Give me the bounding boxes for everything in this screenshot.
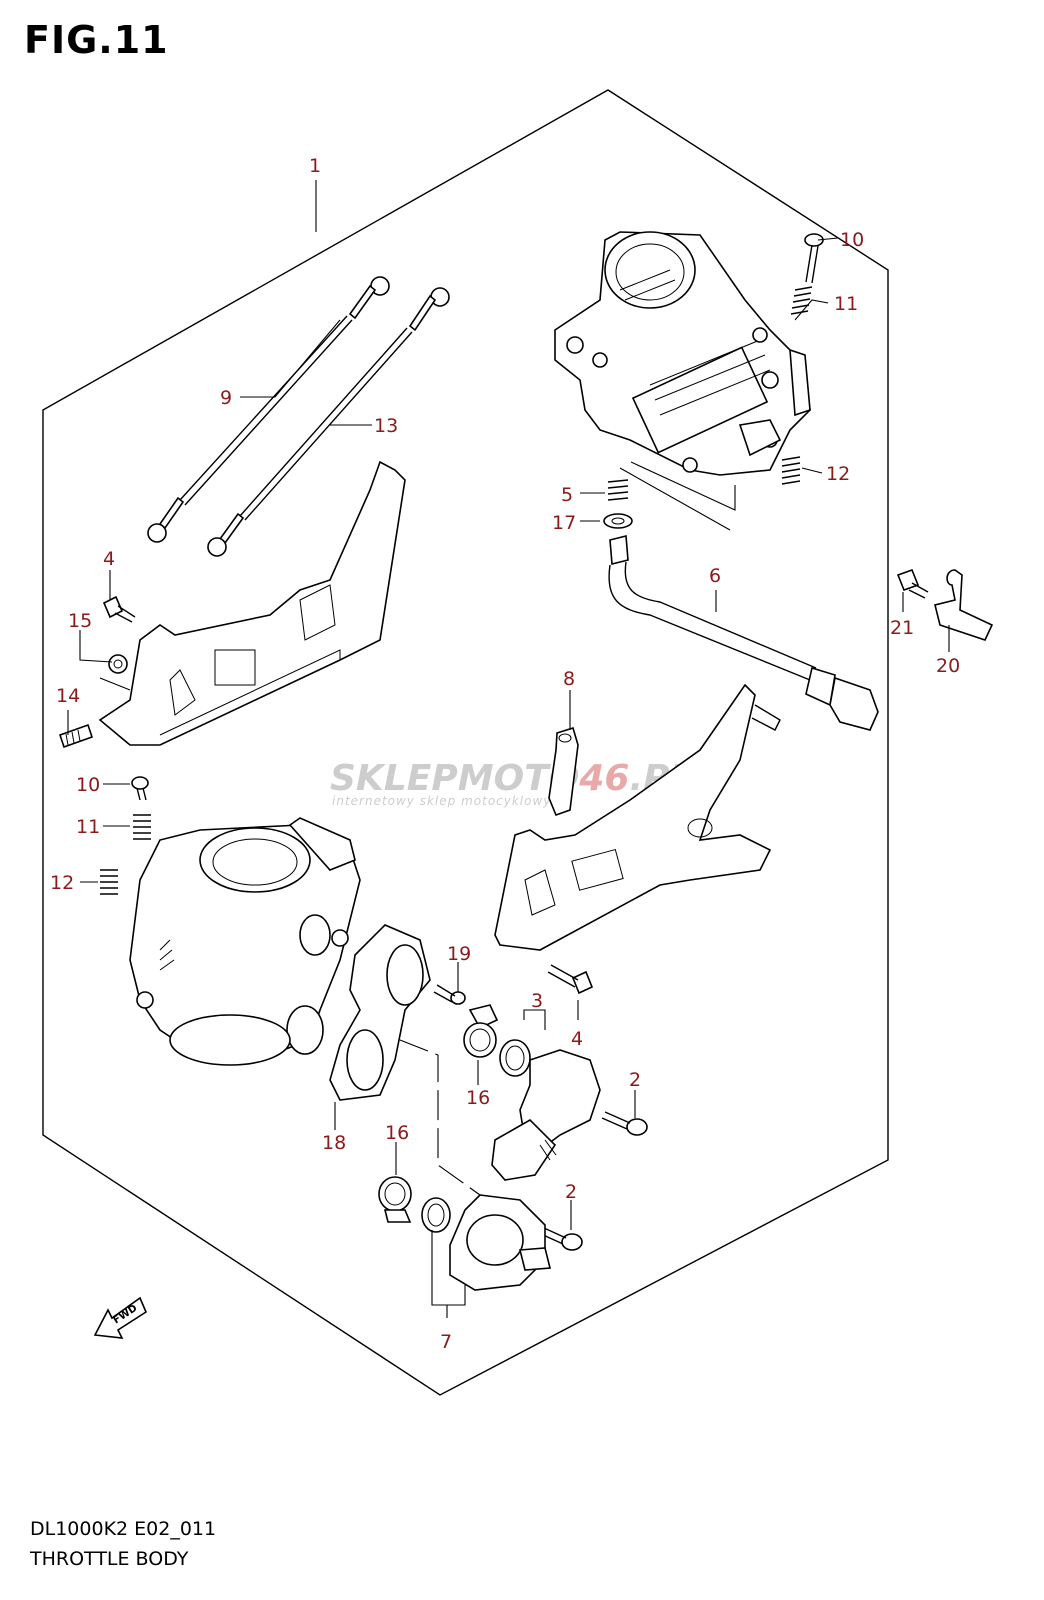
bolt-4-left [102, 595, 136, 623]
screw-10-top [804, 233, 824, 284]
callout-4-right: 4 [571, 1028, 583, 1050]
callout-2-lower: 2 [565, 1181, 577, 1203]
bolt-4-right [547, 964, 594, 995]
spring-11-lower [133, 814, 151, 840]
screw-10-lower [131, 776, 149, 801]
callout-9: 9 [220, 387, 232, 409]
watermark-tagline: internetowy sklep motocyklowy [332, 794, 551, 808]
callout-21: 21 [890, 617, 914, 639]
clip-16-lower [378, 1176, 412, 1223]
callout-4-left: 4 [103, 548, 115, 570]
spring-12-top [781, 456, 801, 485]
rod-9 [147, 276, 390, 543]
leader-lines [67, 180, 950, 1318]
callout-10-top: 10 [840, 229, 864, 251]
callout-20: 20 [936, 655, 960, 677]
callout-3: 3 [531, 990, 543, 1012]
callout-1: 1 [309, 155, 321, 177]
sensor-7 [421, 1194, 552, 1291]
screw-2-upper [601, 1111, 648, 1136]
washer-17 [603, 513, 633, 529]
callout-18: 18 [322, 1132, 346, 1154]
figure-code: DL1000K2 E02_011 [30, 1518, 217, 1540]
callout-11-top: 11 [834, 293, 858, 315]
throttle-body-upper [554, 231, 811, 476]
nut-15 [108, 654, 128, 674]
sensor-3 [491, 1039, 601, 1181]
watermark-brand-b: 46 [578, 758, 629, 799]
figure-name: THROTTLE BODY [30, 1548, 189, 1570]
throttle-body-lower [129, 817, 361, 1066]
callout-6: 6 [709, 565, 721, 587]
callout-5: 5 [561, 484, 573, 506]
callout-7: 7 [440, 1331, 452, 1353]
callout-15: 15 [68, 610, 92, 632]
figure-title: FIG.11 [24, 18, 169, 62]
insulator-18 [329, 924, 431, 1101]
callouts: 1 10 11 12 9 13 5 17 6 21 20 4 15 14 8 1… [50, 155, 960, 1353]
callout-12-lower: 12 [50, 872, 74, 894]
clamp-8 [548, 726, 579, 817]
fwd-arrow: FWD [93, 1296, 148, 1339]
callout-13: 13 [374, 415, 398, 437]
bolt-21 [896, 568, 929, 599]
bracket-left [98, 460, 406, 746]
callout-10-lower: 10 [76, 774, 100, 796]
svg-text:SKLEPMOTO46.PL: SKLEPMOTO46.PL [330, 758, 692, 799]
callout-19: 19 [447, 943, 471, 965]
spring-5 [607, 479, 629, 501]
callout-12-top: 12 [826, 463, 850, 485]
rod-13 [207, 287, 450, 557]
hose-6 [608, 534, 879, 731]
callout-16-lower: 16 [385, 1122, 409, 1144]
callout-8: 8 [563, 668, 575, 690]
clip-20 [934, 569, 994, 641]
stud-14 [58, 723, 94, 749]
spring-12-lower [100, 869, 118, 895]
callout-14: 14 [56, 685, 80, 707]
callout-11-lower: 11 [76, 816, 100, 838]
watermark-brand-a: SKLEPMOTO [330, 758, 579, 799]
callout-17: 17 [552, 512, 576, 534]
assembly-boundary [42, 89, 889, 1396]
bracket-right [494, 683, 781, 951]
spring-11-top [790, 286, 813, 315]
screw-2-lower [540, 1227, 583, 1251]
callout-16-upper: 16 [466, 1087, 490, 1109]
callout-2-upper: 2 [629, 1069, 641, 1091]
screw-19 [433, 984, 466, 1005]
clip-16-upper [463, 1004, 499, 1058]
